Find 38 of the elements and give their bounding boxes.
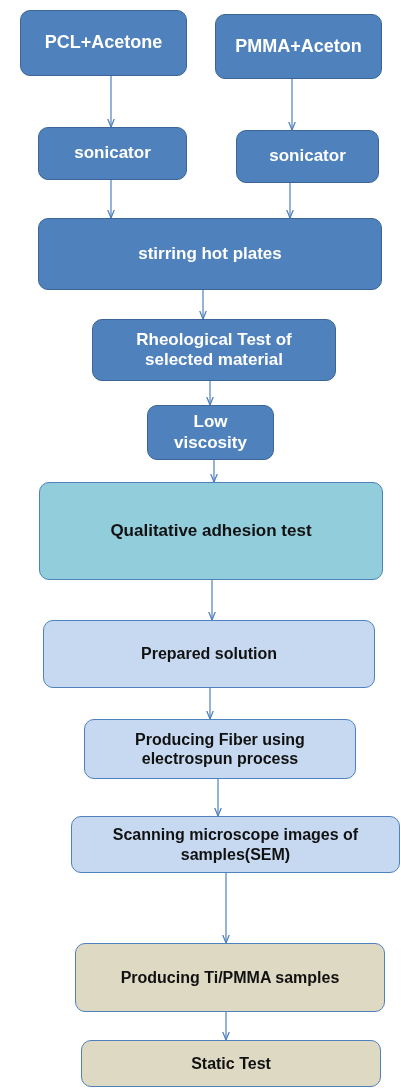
arrow [107, 179, 115, 219]
step-label: Static Test [190, 1053, 272, 1074]
process-box [84, 719, 356, 779]
process-box [71, 816, 400, 873]
step-label: Producing Ti/PMMA samples [119, 967, 341, 988]
process-box [38, 127, 187, 180]
step-label: Scanning microscope images of samples(SEM) [111, 825, 360, 864]
step-label: Producing Fiber using electrospun process [134, 729, 306, 769]
arrow [286, 182, 294, 219]
process-box [215, 14, 382, 79]
arrow [222, 872, 230, 944]
arrow [199, 289, 207, 320]
arrow [288, 78, 296, 131]
step-label: Prepared solution [140, 644, 278, 664]
process-box [75, 943, 385, 1012]
step-label: Low viscosity [173, 412, 248, 453]
arrow [107, 75, 115, 128]
arrow [206, 380, 214, 406]
arrow [206, 687, 214, 720]
step-label: Rheological Test of selected material [135, 329, 293, 371]
process-box [39, 482, 383, 580]
step-label: sonicator [268, 146, 347, 167]
process-box [81, 1040, 381, 1087]
process-box [147, 405, 274, 460]
arrow [208, 579, 216, 621]
step-label: stirring hot plates [137, 243, 283, 265]
arrow [214, 778, 222, 817]
arrow [210, 459, 218, 483]
process-box [92, 319, 336, 381]
process-box [38, 218, 382, 290]
step-label: PCL+Acetone [43, 32, 164, 54]
process-box [43, 620, 375, 688]
step-label: Qualitative adhesion test [109, 520, 313, 542]
process-box [236, 130, 379, 183]
step-label: PMMA+Aceton [234, 35, 363, 58]
process-box [20, 10, 187, 76]
arrow [222, 1011, 230, 1041]
step-label: sonicator [73, 143, 152, 164]
